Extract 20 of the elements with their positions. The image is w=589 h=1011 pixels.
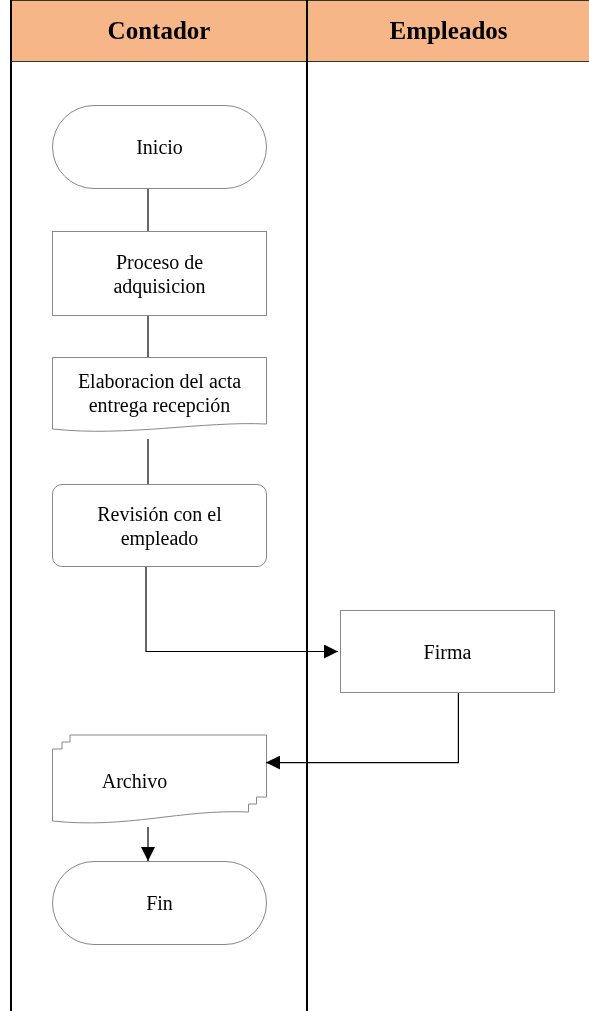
process-box: [52, 484, 267, 567]
swimlane: [306, 0, 589, 1011]
node-label: Fin: [145, 891, 174, 915]
node-label: Elaboracion del acta entrega recepción: [76, 369, 243, 417]
process-box: [52, 231, 267, 316]
arrow: [265, 692, 459, 770]
node-label: Archivo: [100, 769, 169, 793]
node-label: Proceso de adquisicion: [112, 249, 207, 298]
swimlane: [10, 0, 306, 1011]
lane-header: Empleados: [308, 0, 589, 62]
connector-line: [147, 438, 149, 485]
node-label: Revisión con el empleado: [96, 501, 223, 550]
arrow: [145, 566, 339, 659]
node-label: Inicio: [135, 135, 184, 159]
arrow: [141, 826, 155, 862]
connector-line: [147, 315, 149, 358]
lane-header: Contador: [12, 0, 306, 62]
node-label: Firma: [422, 639, 473, 664]
connector-line: [147, 188, 149, 232]
process-box: [340, 610, 555, 693]
